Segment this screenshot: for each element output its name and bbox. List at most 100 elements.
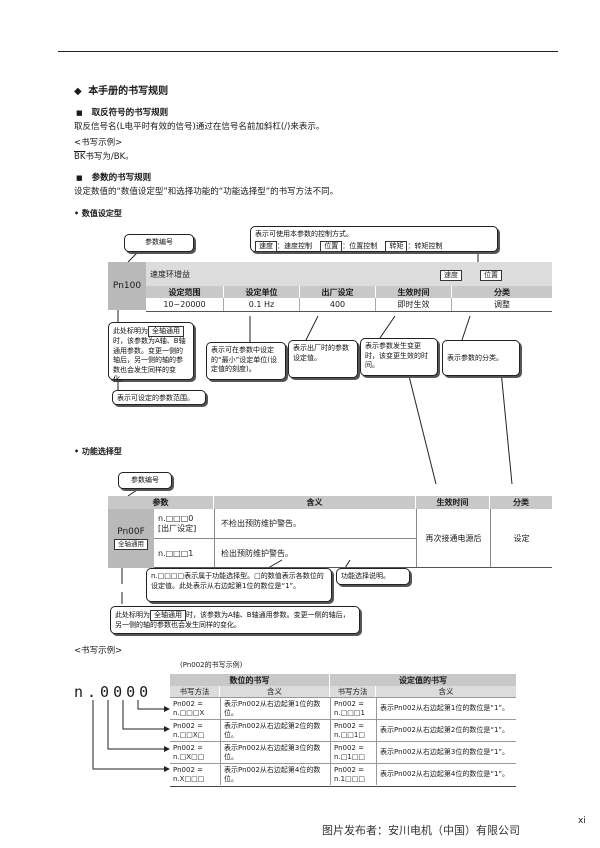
- ex-row-3-d1: 表示Pn002从右边起第3位的数位。: [220, 741, 330, 763]
- ex-group-left: 数位的书写: [170, 674, 330, 686]
- fn-row1-meaning: 不检出预防维护警告。: [214, 509, 416, 539]
- control-mode-callout-text: 表示可使用本参数的控制方式。: [255, 230, 353, 238]
- fn-param-code-cell: Pn00F 全轴通用: [108, 509, 154, 568]
- range-callout: 表示可设定的参数范围。: [112, 390, 206, 405]
- default-callout: 表示出厂时的参数设定值。: [288, 340, 358, 378]
- ex-row-4-d2: 表示Pn002从右边起第4位的数位是“1”。: [376, 763, 516, 785]
- value-effective: 即时生效: [376, 298, 452, 311]
- ex-row-1-m1: Pn002 = n.□□□X: [170, 697, 220, 719]
- top-rule: [58, 51, 558, 52]
- example2-caption: (Pn002的书写示例): [180, 661, 243, 669]
- example2-label: <书写示例>: [74, 646, 123, 656]
- ex-sub-header-3: 书写方法: [330, 686, 376, 697]
- param-name: 速度环增益: [150, 269, 190, 279]
- effective-callout: 表示参数发生变更时，该变更生效的时间。: [360, 338, 438, 376]
- fn-axis-tag: 全轴通用: [114, 539, 148, 550]
- section2-title-text: 参数的书写规则: [91, 173, 152, 183]
- param-code-cell: Pn100: [108, 262, 146, 310]
- section2-title: ■ 参数的书写规则: [76, 171, 151, 183]
- torque-tag: 转矩: [385, 240, 408, 252]
- ex-row-1-d2: 表示Pn002从右边起第1位的数位是“1”。: [376, 697, 516, 719]
- header-category: 分类: [452, 286, 552, 298]
- ex-row-4-m2: Pn002 = n.1□□□: [330, 763, 376, 785]
- section1-example-rest: 书写为/BK。: [85, 152, 134, 162]
- ex-row-3-m2: Pn002 = n.□1□□: [330, 741, 376, 763]
- axis-callout-post: 时，该参数为A轴、B轴通用参数。变更一侧的轴后，另一侧的轴的参数也会发生同样的变…: [113, 337, 186, 383]
- ex-row-3-d2: 表示Pn002从右边起第3位的数位是“1”。: [376, 741, 516, 763]
- numeric-param-table: Pn100 速度环增益 速度 位置 设定范围 设定单位 出厂设定 生效时间 分类…: [108, 262, 552, 316]
- ex-row-2-m2: Pn002 = n.□□1□: [330, 719, 376, 741]
- ex-group-right: 设定值的书写: [330, 674, 516, 686]
- ex-row-2-d1: 表示Pn002从右边起第2位的数位。: [220, 719, 330, 741]
- speed-tag: 速度: [255, 240, 277, 252]
- function-param-table: 参数 含义 生效时间 分类 Pn00F 全轴通用 n.□□□0 [出厂设定] 不…: [108, 496, 552, 568]
- header-row: 设定范围 设定单位 出厂设定 生效时间 分类: [146, 286, 552, 298]
- position-tag-desc: ：位置控制: [342, 241, 378, 250]
- value-default: 400: [300, 298, 376, 311]
- example2-table: 数位的书写 设定值的书写 书写方法 含义 书写方法 含义 Pn002 = n.□…: [170, 674, 516, 787]
- fn-row2-meaning: 检出预防维护警告。: [214, 539, 416, 568]
- category-callout: 表示参数的分类。: [442, 340, 520, 376]
- fn-effective: 再次接通电源后: [416, 509, 490, 568]
- axis-common-callout: 此处标明为全轴通用时，该参数为A轴、B轴通用参数。变更一侧的轴后，另一侧的轴的参…: [108, 322, 194, 383]
- value-unit: 0.1 Hz: [224, 298, 300, 311]
- fn-row1-code: n.□□□0 [出厂设定]: [154, 509, 214, 539]
- control-mode-callout: 表示可使用本参数的控制方式。 速度：速度控制 位置：位置控制 转矩：转矩控制: [250, 226, 498, 252]
- section2-body: 设定数值的“数值设定型”和选择功能的“功能选择型”的书写方法不同。: [74, 187, 339, 197]
- function-type-title: • 功能选择型: [74, 447, 122, 456]
- ex-row-4-m1: Pn002 = n.X□□□: [170, 763, 220, 785]
- fn-header-category: 分类: [490, 496, 552, 509]
- axis-callout-pre: 此处标明为: [113, 327, 148, 335]
- ex-row-2-m1: Pn002 = n.□□X□: [170, 719, 220, 741]
- control-mode-tags: 速度：速度控制 位置：位置控制 转矩：转矩控制: [255, 240, 493, 252]
- section1-title-text: 取反符号的书写规则: [91, 108, 169, 118]
- fn-header-param: 参数: [108, 496, 214, 509]
- ex-row-1-m2: Pn002 = n.□□□1: [330, 697, 376, 719]
- header-effective: 生效时间: [376, 286, 452, 298]
- header-default: 出厂设定: [300, 286, 376, 298]
- page-heading: ◆ 本手册的书写规则: [74, 82, 168, 97]
- torque-tag-desc: ：转矩控制: [407, 241, 443, 250]
- fn-axis-common-callout: 此处标明为全轴通用时，该参数为A轴、B轴通用参数。变更一侧的轴后，另一侧的轴的参…: [110, 606, 360, 634]
- fn-axis-callout-pre: 此处标明为: [115, 611, 150, 619]
- name-position-tag: 位置: [480, 270, 502, 281]
- param-number-callout: 参数编号: [124, 234, 194, 252]
- ex-row-3-m1: Pn002 = n.□X□□: [170, 741, 220, 763]
- ex-sub-header-1: 书写方法: [170, 686, 220, 697]
- numeric-type-title: • 数值设定型: [74, 209, 122, 218]
- page-number: xi: [578, 816, 586, 826]
- unit-callout: 表示可在参数中设定的“最小”设定单位(设定值的刻度)。: [206, 342, 286, 380]
- ex-sub-header-2: 含义: [220, 686, 330, 697]
- ex-sub-header-4: 含义: [376, 686, 516, 697]
- fn-row2-code: n.□□□1: [158, 549, 194, 558]
- value-row: 10~20000 0.1 Hz 400 即时生效 调整: [146, 298, 552, 312]
- header-unit: 设定单位: [224, 286, 300, 298]
- fn-row1-sub: [出厂设定]: [158, 523, 197, 533]
- position-tag: 位置: [320, 240, 343, 252]
- big-digit-code: n.0000: [74, 683, 153, 701]
- fn-row1-code-text: n.□□□0: [158, 513, 194, 523]
- fn-param-code: Pn00F: [117, 527, 145, 537]
- fn-table-bottom-rule: [154, 567, 552, 568]
- function-desc-callout: 功能选择说明。: [336, 568, 410, 585]
- section1-title: ■ 取反符号的书写规则: [76, 106, 168, 118]
- fn-header-effective: 生效时间: [416, 496, 490, 509]
- square-bullet: ■: [76, 174, 83, 182]
- fn-axis-callout-post: 时，该参数为A轴、B轴通用参数。变更一侧的轴后，另一侧的轴的参数也会发生同样的变…: [115, 611, 350, 629]
- overlined-signal: BK: [74, 152, 86, 162]
- name-speed-tag: 速度: [440, 270, 462, 281]
- diamond-bullet: ◆: [74, 86, 82, 97]
- digits-callout: n.□□□□表示属于功能选择型。□的数值表示各数位的设定值。此处表示从右边起第1…: [146, 568, 332, 602]
- footer-credit: 图片发布者：安川电机（中国）有限公司: [322, 824, 520, 837]
- section1-example: BK书写为/BK。: [74, 152, 134, 163]
- fn-category: 设定: [490, 509, 552, 568]
- heading-title: 本手册的书写规则: [88, 86, 169, 97]
- ex-row-1-d1: 表示Pn002从右边起第1位的数位。: [220, 697, 330, 719]
- value-category: 调整: [494, 300, 510, 309]
- ex-row-4-d1: 表示Pn002从右边起第4位的数位。: [220, 763, 330, 785]
- header-range: 设定范围: [146, 286, 224, 298]
- speed-tag-desc: ：速度控制: [277, 241, 312, 250]
- section1-example-label: <书写示例>: [74, 138, 123, 148]
- function-param-number-callout: 参数编号: [118, 472, 172, 489]
